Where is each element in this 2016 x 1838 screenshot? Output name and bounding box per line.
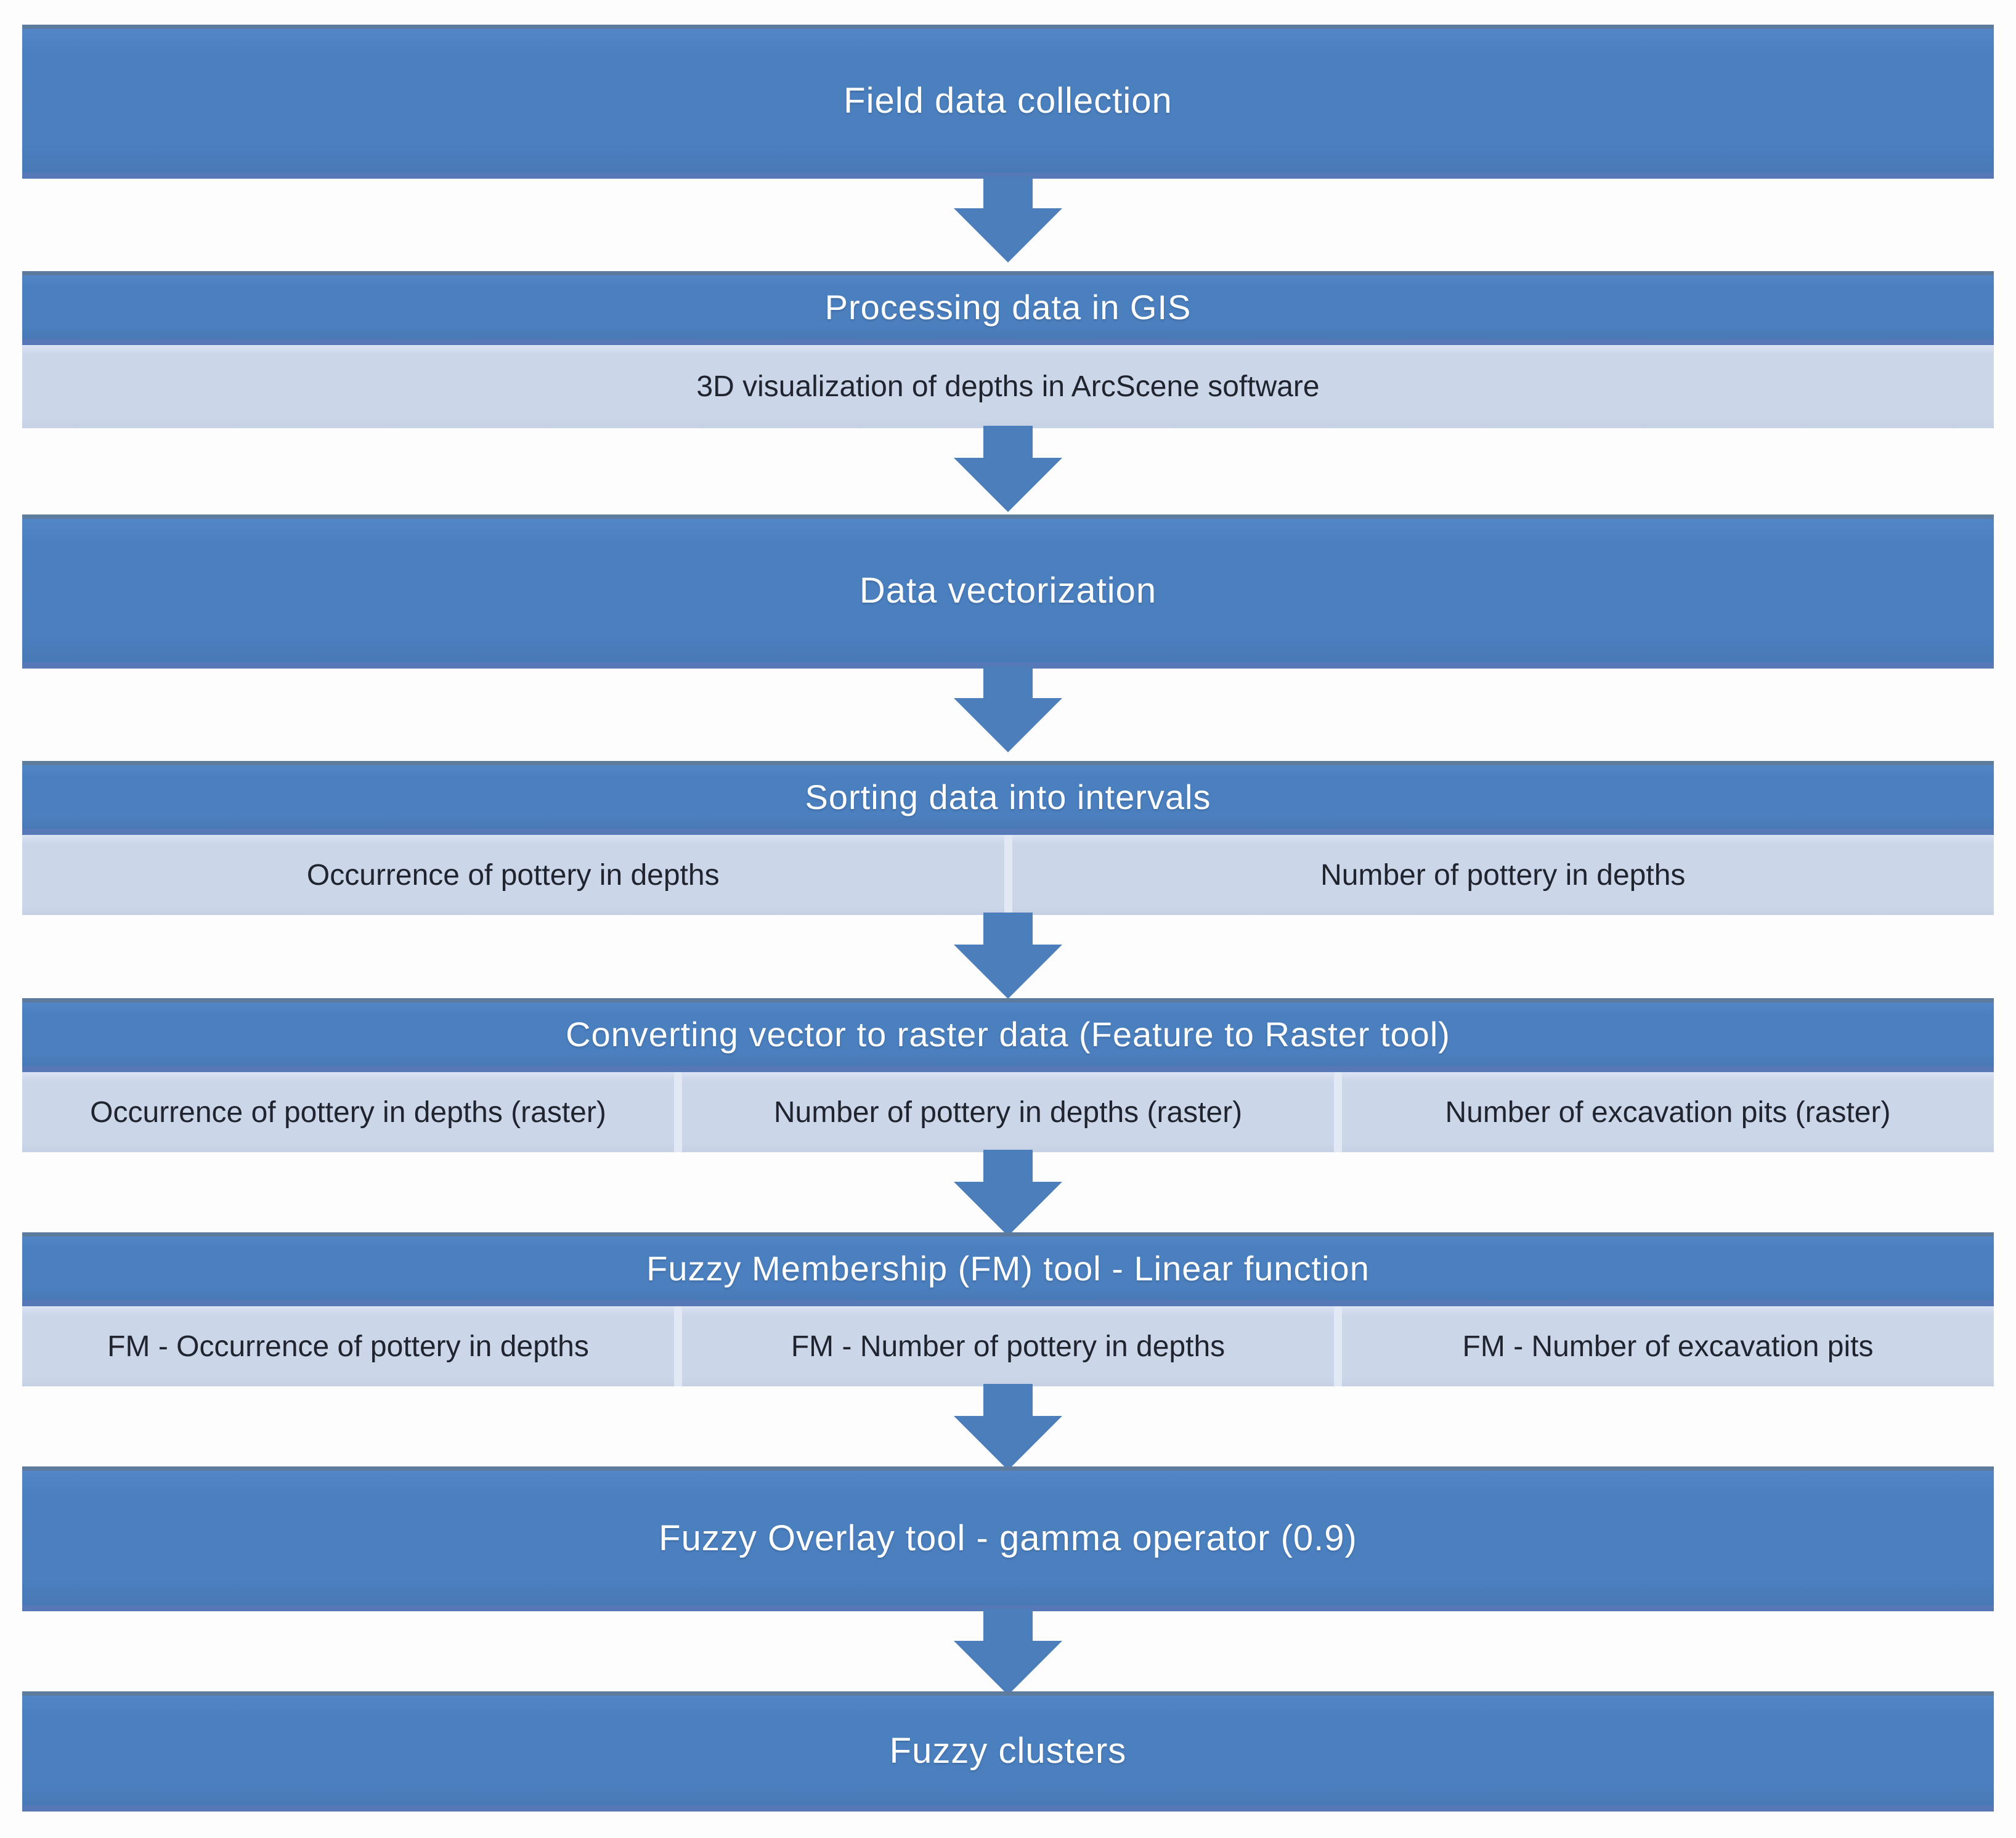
step-fuzzy-overlay: Fuzzy Overlay tool - gamma operator (0.9… (22, 1466, 1994, 1611)
step-title: Processing data in GIS (824, 288, 1192, 327)
step-data-vectorization: Data vectorization (22, 514, 1994, 669)
step-processing-data-in-gis: Processing data in GIS 3D visualization … (22, 271, 1994, 428)
step-subrow: Occurrence of pottery in depths (raster)… (22, 1072, 1994, 1152)
subcell: 3D visualization of depths in ArcScene s… (22, 345, 1994, 428)
subcell: Occurrence of pottery in depths (raster) (22, 1072, 674, 1152)
subcell: Number of pottery in depths (1004, 835, 1994, 915)
step-converting-vector-to-raster: Converting vector to raster data (Featur… (22, 998, 1994, 1152)
step-fuzzy-membership: Fuzzy Membership (FM) tool - Linear func… (22, 1232, 1994, 1386)
step-sorting-data-into-intervals: Sorting data into intervals Occurrence o… (22, 761, 1994, 915)
step-title: Fuzzy Membership (FM) tool - Linear func… (646, 1249, 1370, 1288)
down-arrow-icon (954, 1150, 1062, 1236)
subcell: FM - Occurrence of pottery in depths (22, 1306, 674, 1386)
connector (22, 176, 1994, 271)
step-header: Fuzzy Membership (FM) tool - Linear func… (22, 1232, 1994, 1306)
step-subrow: Occurrence of pottery in depths Number o… (22, 835, 1994, 915)
down-arrow-icon (954, 1384, 1062, 1470)
step-title: Field data collection (843, 81, 1173, 121)
connector (22, 666, 1994, 761)
connector (22, 913, 1994, 999)
connector (22, 1384, 1994, 1470)
subcell: Number of pottery in depths (raster) (674, 1072, 1334, 1152)
down-arrow-icon (954, 913, 1062, 999)
step-header: Sorting data into intervals (22, 761, 1994, 835)
down-arrow-icon (954, 666, 1062, 752)
step-title: Converting vector to raster data (Featur… (566, 1015, 1450, 1054)
step-field-data-collection: Field data collection (22, 25, 1994, 179)
step-fuzzy-clusters: Fuzzy clusters (22, 1691, 1994, 1812)
down-arrow-icon (954, 176, 1062, 262)
connector (22, 1609, 1994, 1695)
step-header: Converting vector to raster data (Featur… (22, 998, 1994, 1072)
down-arrow-icon (954, 426, 1062, 512)
subcell: FM - Number of pottery in depths (674, 1306, 1334, 1386)
subcell: Occurrence of pottery in depths (22, 835, 1004, 915)
step-box: Fuzzy Overlay tool - gamma operator (0.9… (22, 1466, 1994, 1611)
step-box: Fuzzy clusters (22, 1691, 1994, 1812)
step-header: Processing data in GIS (22, 271, 1994, 345)
connector (22, 1150, 1994, 1236)
step-box: Field data collection (22, 25, 1994, 179)
step-title: Sorting data into intervals (805, 778, 1211, 816)
step-subrow: FM - Occurrence of pottery in depths FM … (22, 1306, 1994, 1386)
down-arrow-icon (954, 1609, 1062, 1695)
subcell: Number of excavation pits (raster) (1334, 1072, 1994, 1152)
subcell: FM - Number of excavation pits (1334, 1306, 1994, 1386)
step-title: Fuzzy clusters (889, 1730, 1127, 1771)
connector (22, 426, 1994, 514)
step-box: Data vectorization (22, 514, 1994, 669)
step-title: Fuzzy Overlay tool - gamma operator (0.9… (659, 1518, 1357, 1558)
step-title: Data vectorization (859, 571, 1157, 611)
step-subrow: 3D visualization of depths in ArcScene s… (22, 345, 1994, 428)
